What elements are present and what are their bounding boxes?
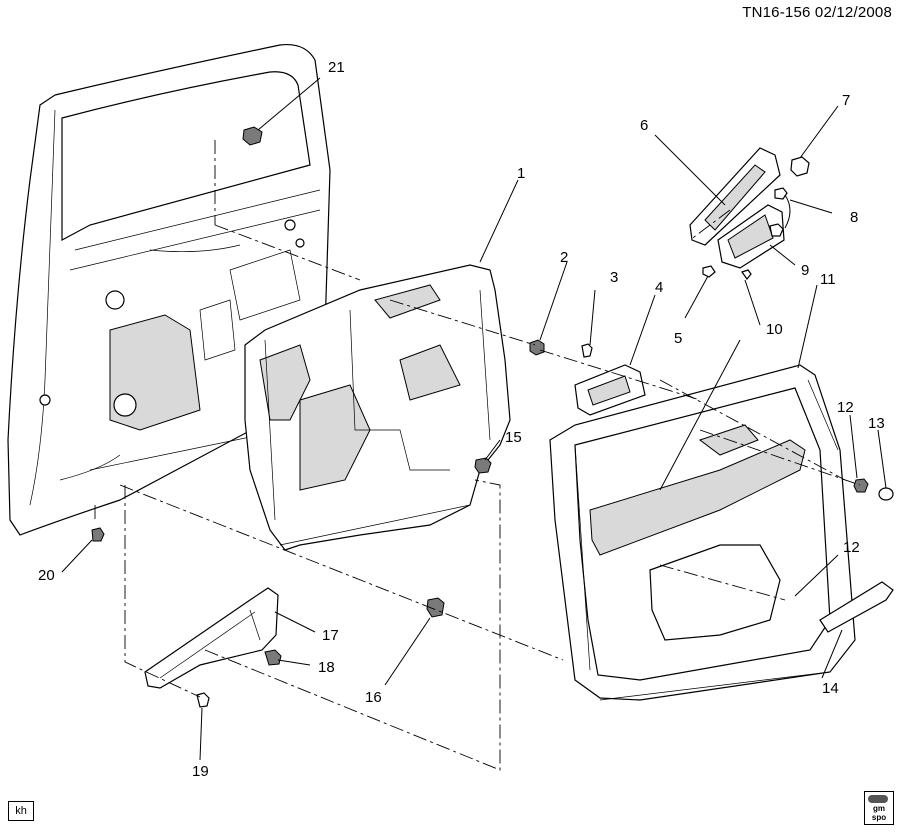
- switch-assembly: [689, 147, 810, 280]
- callout-12-upper: 12: [837, 399, 854, 416]
- callout-10: 10: [766, 321, 783, 338]
- callout-17: 17: [322, 627, 339, 644]
- corner-tag: kh: [8, 801, 34, 821]
- callout-numbers: 1 2 3 4 5 6 7 8 9 10 11 12 12 13 14 15 1…: [38, 59, 885, 780]
- bracket: [144, 587, 279, 689]
- callout-1: 1: [517, 165, 525, 182]
- gm-spo-logo: gm spo: [864, 791, 894, 825]
- callout-14: 14: [822, 680, 839, 697]
- callout-19: 19: [192, 763, 209, 780]
- callout-21: 21: [328, 59, 345, 76]
- callout-18: 18: [318, 659, 335, 676]
- callout-2: 2: [560, 249, 568, 266]
- callout-12-lower: 12: [843, 539, 860, 556]
- callout-6: 6: [640, 117, 648, 134]
- callout-7: 7: [842, 92, 850, 109]
- handle-bezel: [574, 364, 646, 416]
- armrest-trim: [819, 581, 894, 633]
- callout-8: 8: [850, 209, 858, 226]
- door-trim-panel: [549, 364, 856, 701]
- callout-9: 9: [801, 262, 809, 279]
- callout-13: 13: [868, 415, 885, 432]
- callout-20: 20: [38, 567, 55, 584]
- callout-15: 15: [505, 429, 522, 446]
- callout-3: 3: [610, 269, 618, 286]
- alignment-lines: [94, 140, 861, 771]
- callout-4: 4: [655, 279, 663, 296]
- callout-16: 16: [365, 689, 382, 706]
- logo-mark-icon: [868, 795, 888, 803]
- logo-text: gm spo: [871, 804, 887, 822]
- leader-lines: [61, 77, 887, 761]
- callout-11: 11: [820, 271, 836, 288]
- callout-5: 5: [674, 330, 682, 347]
- water-deflector: [244, 264, 511, 551]
- drawing-id: TN16-156 02/12/2008: [742, 4, 892, 21]
